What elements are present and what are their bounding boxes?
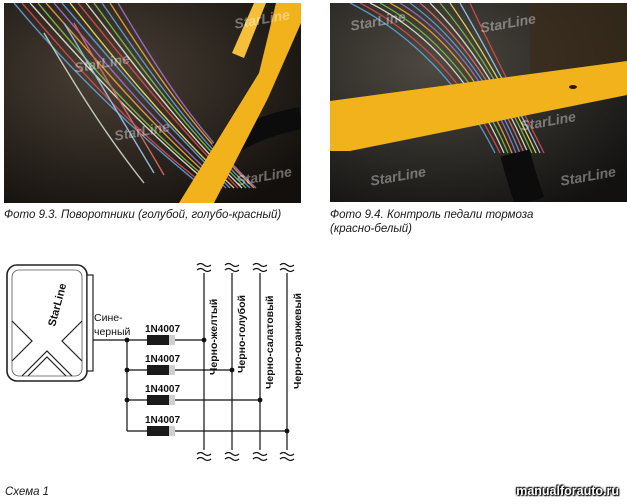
photo-brake-pedal: StarLine StarLine StarLine StarLine Star…	[330, 3, 627, 202]
diode	[147, 365, 175, 375]
wiring-diagram: StarLine Сине- черный 1N4007 1N4007 1N40…	[6, 262, 304, 462]
wire-label: Черно-голубой	[236, 295, 248, 373]
input-wire-label: черный	[94, 326, 130, 338]
input-wire-label: Сине-	[94, 312, 123, 324]
diode-label: 1N4007	[145, 415, 180, 426]
wire-label: Черно-желтый	[208, 299, 220, 375]
diode-label: 1N4007	[145, 384, 180, 395]
caption-line: Фото 9.4. Контроль педали тормоза	[330, 209, 534, 221]
wire-label: Черно-салатовый	[264, 296, 276, 390]
diode-label: 1N4007	[145, 354, 180, 365]
site-watermark: manualforauto.ru	[516, 484, 619, 498]
diode	[147, 426, 175, 436]
schema-caption: Схема 1	[5, 486, 50, 498]
diode	[147, 335, 175, 345]
wire-label: Черно-оранжевый	[292, 293, 304, 389]
alarm-unit	[6, 264, 94, 382]
caption-line: (красно-белый)	[330, 223, 413, 235]
photo-turn-signals: StarLine StarLine StarLine StarLine	[4, 3, 301, 203]
photo-caption-brake-pedal: Фото 9.4. Контроль педали тормоза (красн…	[330, 208, 625, 236]
photo-caption-turn-signals: Фото 9.3. Поворотники (голубой, голубо-к…	[4, 209, 282, 221]
diode-label: 1N4007	[145, 324, 180, 335]
diode	[147, 395, 175, 405]
